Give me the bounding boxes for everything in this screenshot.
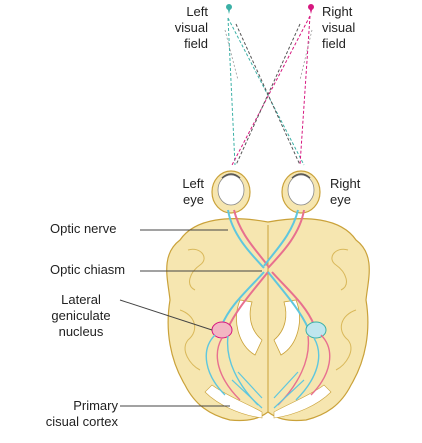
visual-field-rays: [227, 15, 311, 166]
left-visual-field-label: Left visual field: [174, 4, 208, 51]
lgn-right: [305, 321, 327, 339]
lateral-geniculate-nucleus-label: Lateral geniculate nucleus: [51, 292, 111, 339]
visual-cortex: [231, 371, 305, 409]
optic-nerve-label: Optic nerve: [50, 221, 117, 236]
primary-visual-cortex-label: Primary cisual cortex: [45, 398, 118, 429]
right-field-marker: [308, 4, 314, 14]
right-visual-field-label: Right visual field: [322, 4, 356, 51]
optic-chiasm-label: Optic chiasm: [50, 262, 126, 277]
leader-lines: [119, 229, 262, 407]
field-fans: [224, 29, 313, 81]
right-eye-label: Right eye: [330, 176, 361, 207]
optic-tracts: [221, 271, 315, 329]
right-eye-shape: [281, 170, 321, 214]
left-eye-shape: [211, 170, 251, 214]
left-field-marker: [226, 4, 232, 14]
brain-outline: [166, 218, 370, 422]
left-eye-label: Left eye: [182, 176, 204, 207]
optic-nerves: [227, 209, 305, 269]
